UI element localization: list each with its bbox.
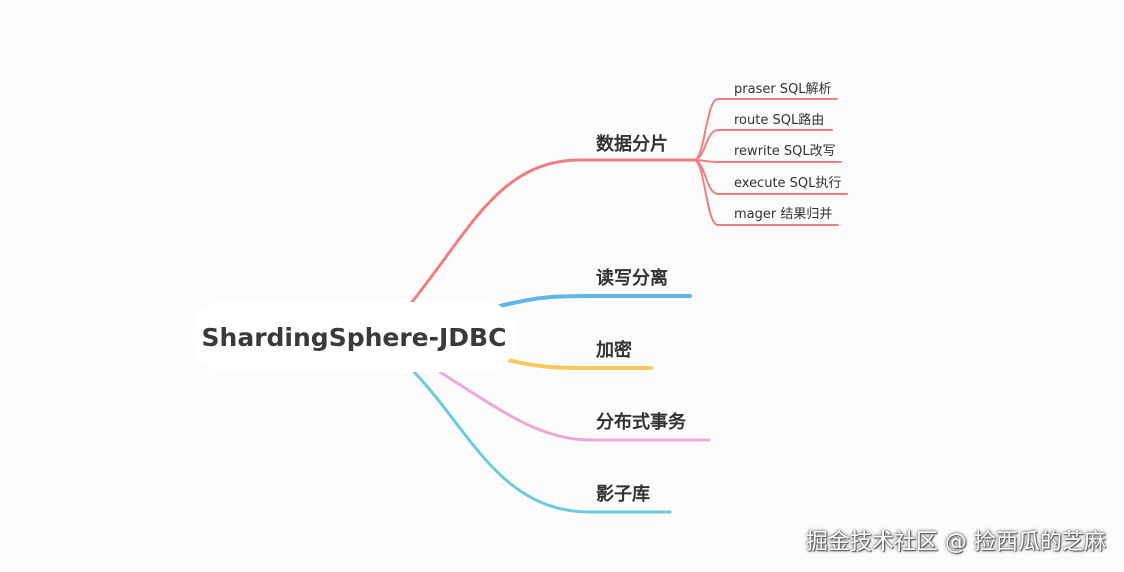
mindmap-links xyxy=(410,98,848,514)
link-data-sharding xyxy=(410,158,696,304)
branch-label-data-sharding[interactable]: 数据分片 xyxy=(596,133,668,155)
leaf-label-merge[interactable]: mager 结果归并 xyxy=(734,207,832,222)
leaf-label-execute[interactable]: execute SQL执行 xyxy=(734,176,841,191)
link-leaf-rewrite xyxy=(693,159,842,163)
link-shadow-db xyxy=(412,370,672,514)
leaf-label-route[interactable]: route SQL路由 xyxy=(734,112,824,128)
link-encryption xyxy=(506,358,653,370)
root-node-box xyxy=(193,302,515,372)
branch-label-read-write-splitting[interactable]: 读写分离 xyxy=(596,267,668,289)
leaf-label-parse[interactable]: praser SQL解析 xyxy=(734,82,832,97)
branch-label-distributed-transaction[interactable]: 分布式事务 xyxy=(596,411,687,433)
watermark: 掘金技术社区 @ 捡西瓜的芝麻 xyxy=(806,530,1106,555)
link-distributed-transaction xyxy=(438,370,711,442)
branch-label-encryption[interactable]: 加密 xyxy=(595,339,632,361)
root-node-label: ShardingSphere-JDBC xyxy=(202,323,507,352)
leaf-label-rewrite[interactable]: rewrite SQL改写 xyxy=(734,144,836,159)
link-leaf-merge xyxy=(693,159,839,226)
branch-label-shadow-db[interactable]: 影子库 xyxy=(596,483,650,505)
link-leaf-route xyxy=(693,129,833,161)
link-read-write-splitting xyxy=(498,294,692,308)
link-leaf-parse xyxy=(693,98,838,161)
root-node[interactable]: ShardingSphere-JDBC xyxy=(193,302,515,372)
